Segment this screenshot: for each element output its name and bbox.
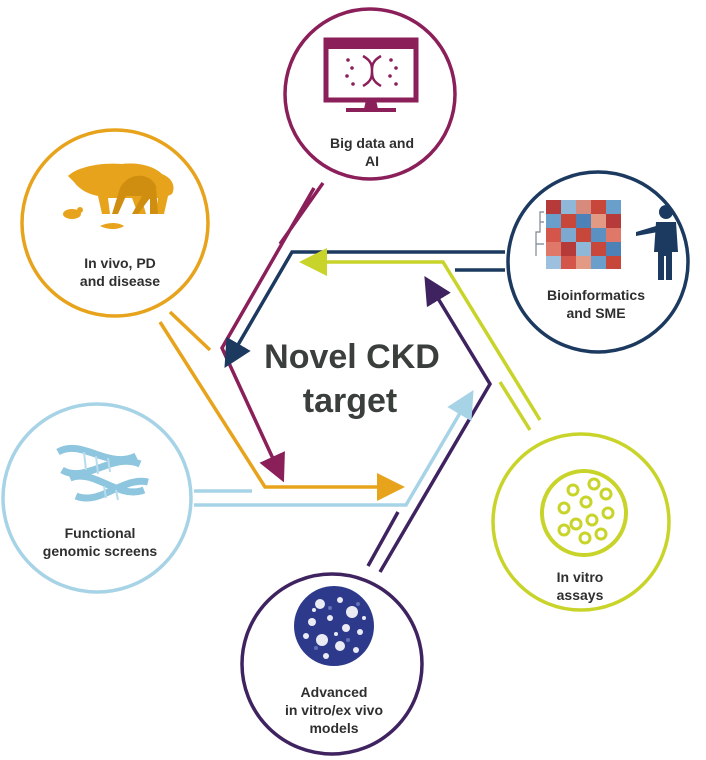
heatmap-presenter-icon: [535, 200, 678, 280]
big-data-label-line1: Big data and: [330, 135, 414, 151]
big-data-label-line2: AI: [365, 153, 379, 169]
petri-dish-icon: [540, 469, 628, 557]
functional-label-line2: genomic screens: [43, 543, 158, 559]
advanced-label-line3: models: [309, 720, 358, 736]
functional-label-line1: Functional: [65, 525, 136, 541]
in-vivo-label-line2: and disease: [80, 273, 160, 289]
bioinformatics-label-line2: and SME: [566, 305, 625, 321]
center-title-line2: target: [303, 382, 397, 420]
dna-helix-icon: [56, 444, 149, 502]
organoid-icon: [294, 586, 374, 666]
monitor-dna-icon: [323, 37, 419, 112]
center-title-line1: Novel CKD: [264, 338, 440, 376]
node-in-vitro: In vitro assays: [491, 432, 671, 612]
node-bioinformatics: Bioinformatics and SME: [506, 170, 690, 354]
pathway-arrows: [158, 181, 542, 573]
animals-icon: [63, 163, 174, 229]
functional-arrow: [194, 396, 470, 507]
node-big-data: Big data and AI: [283, 7, 457, 181]
node-functional: Functional genomic screens: [1, 402, 193, 594]
node-in-vivo: In vivo, PD and disease: [20, 128, 210, 318]
advanced-label-line1: Advanced: [301, 684, 368, 700]
bioinformatics-label-line1: Bioinformatics: [547, 287, 645, 303]
in-vitro-label-line2: assays: [557, 587, 604, 603]
node-advanced: Advanced in vitro/ex vivo models: [240, 572, 424, 756]
advanced-arrow: [366, 282, 493, 573]
center-title: Novel CKD target: [264, 338, 440, 420]
advanced-label-line2: in vitro/ex vivo: [285, 702, 383, 718]
in-vivo-label-line1: In vivo, PD: [84, 255, 156, 271]
big-data-arrow: [220, 181, 325, 476]
in-vitro-label-line1: In vitro: [557, 569, 604, 585]
